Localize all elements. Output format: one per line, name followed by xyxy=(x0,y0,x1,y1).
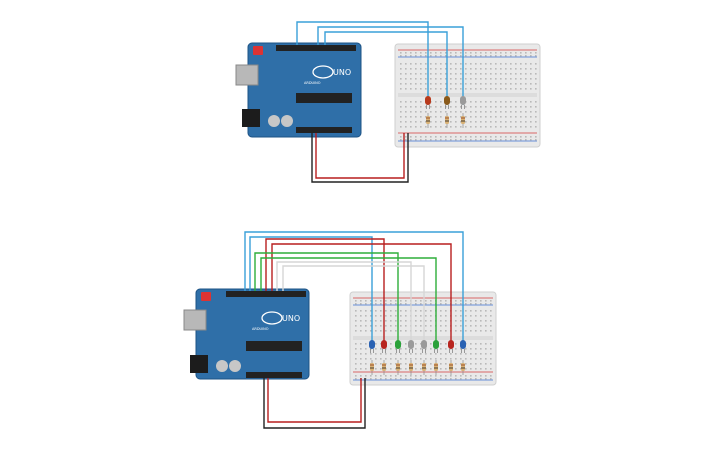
usb-port xyxy=(183,309,207,331)
resistor[interactable] xyxy=(370,360,374,375)
led-grey[interactable] xyxy=(460,96,466,109)
wire-white xyxy=(282,265,425,346)
wire-blue xyxy=(296,21,429,105)
wires-bottom xyxy=(244,231,464,429)
arduino-board-bottom[interactable]: UNO ARDUINO xyxy=(183,288,310,380)
digital-header xyxy=(276,45,356,51)
resistor[interactable] xyxy=(382,360,386,375)
resistor[interactable] xyxy=(426,113,430,128)
usb-port xyxy=(235,64,259,86)
led-red[interactable] xyxy=(448,340,454,353)
led-row-bottom xyxy=(369,340,466,375)
wire-blue xyxy=(317,26,464,105)
resistor[interactable] xyxy=(409,360,413,375)
wire-white xyxy=(276,261,412,346)
led-row-top xyxy=(425,96,466,128)
microcontroller-chip xyxy=(246,341,302,351)
board-brand-text: ARDUINO xyxy=(304,81,321,85)
wire-red xyxy=(315,133,405,179)
microcontroller-chip xyxy=(296,93,352,103)
led-green[interactable] xyxy=(433,340,439,353)
resistor[interactable] xyxy=(461,113,465,128)
led-grey[interactable] xyxy=(408,340,414,353)
reset-button[interactable] xyxy=(201,292,211,301)
led-red[interactable] xyxy=(381,340,387,353)
wire-green xyxy=(254,252,399,346)
circuit-bottom: UNO ARDUINO xyxy=(183,231,497,429)
wire-blue xyxy=(244,231,464,346)
capacitor xyxy=(229,360,241,372)
power-analog-header xyxy=(246,372,302,378)
led-blue[interactable] xyxy=(460,340,466,353)
reset-button[interactable] xyxy=(253,46,263,55)
capacitor xyxy=(268,115,280,127)
arduino-logo xyxy=(261,311,283,325)
led-green[interactable] xyxy=(395,340,401,353)
wire-black xyxy=(263,378,366,429)
arduino-logo xyxy=(312,65,334,79)
board-model-text: UNO xyxy=(282,314,300,323)
wire-blue xyxy=(324,31,448,105)
circuit-top: UNO ARDUINO xyxy=(235,21,541,183)
capacitor xyxy=(216,360,228,372)
wire-red xyxy=(267,378,362,423)
wire-black xyxy=(311,133,409,183)
led-red[interactable] xyxy=(425,96,431,109)
wire-red xyxy=(265,238,385,346)
board-brand-text: ARDUINO xyxy=(252,327,269,331)
resistor[interactable] xyxy=(445,113,449,128)
breadboard-bottom[interactable] xyxy=(349,291,497,386)
breadboard-top[interactable] xyxy=(394,43,541,148)
power-analog-header xyxy=(296,127,352,133)
wire-green xyxy=(260,257,437,346)
breadboard-holes xyxy=(355,300,492,380)
digital-header xyxy=(226,291,306,297)
led-grey[interactable] xyxy=(421,340,427,353)
breadboard-holes xyxy=(400,52,537,141)
arduino-board-top[interactable]: UNO ARDUINO xyxy=(235,42,362,138)
resistor[interactable] xyxy=(422,360,426,375)
power-jack xyxy=(242,109,260,127)
resistor[interactable] xyxy=(449,360,453,375)
wire-red xyxy=(271,243,452,346)
wires-top xyxy=(296,21,464,183)
resistor[interactable] xyxy=(434,360,438,375)
resistor[interactable] xyxy=(396,360,400,375)
capacitor xyxy=(281,115,293,127)
resistor[interactable] xyxy=(461,360,465,375)
led-blue[interactable] xyxy=(369,340,375,353)
wire-blue xyxy=(249,236,373,346)
led-brown[interactable] xyxy=(444,96,450,109)
board-model-text: UNO xyxy=(333,68,351,77)
power-jack xyxy=(190,355,208,373)
